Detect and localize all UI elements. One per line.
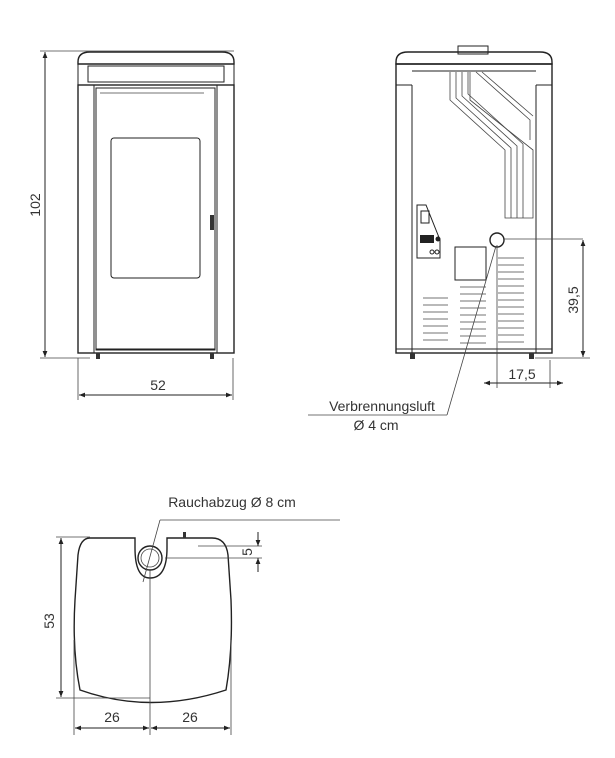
door — [95, 87, 216, 351]
door-handle — [210, 215, 214, 230]
intake-height-label: 39,5 — [565, 286, 581, 313]
height-label: 102 — [27, 193, 43, 217]
rear-body — [395, 63, 553, 354]
flue-pipe — [137, 545, 163, 571]
right-half-label: 26 — [182, 709, 198, 725]
air-intake-name: Verbrennungsluft — [329, 398, 435, 414]
top-band-inner — [87, 65, 225, 83]
depth-label: 53 — [41, 613, 57, 629]
rear-top-cover — [395, 51, 553, 65]
vent-slots — [423, 257, 524, 344]
control-panel — [416, 204, 441, 259]
left-half-label: 26 — [104, 709, 120, 725]
air-intake-leader — [446, 245, 497, 416]
top-cover — [77, 51, 235, 65]
top-lid-tab — [457, 45, 489, 55]
front-view: 102 52 — [27, 50, 235, 400]
stove-body — [77, 84, 235, 354]
exhaust-ducts — [449, 71, 534, 219]
flue-leader — [142, 519, 161, 583]
stove-outline-top — [73, 537, 233, 704]
intake-offset-label: 17,5 — [508, 366, 535, 382]
switch — [420, 235, 434, 243]
width-label: 52 — [150, 377, 166, 393]
flue-offset-label: 5 — [239, 548, 255, 556]
flue-label: Rauchabzug Ø 8 cm — [168, 494, 296, 510]
inspection-plate — [454, 246, 487, 281]
air-intake-pipe — [489, 232, 505, 248]
rear-view: 39,5 17,5 Verbrennungsluft Ø 4 cm — [308, 45, 590, 433]
glass-window — [110, 137, 201, 279]
top-view: Rauchabzug Ø 8 cm 5 53 26 26 — [41, 494, 340, 735]
air-intake-diameter: Ø 4 cm — [353, 417, 398, 433]
